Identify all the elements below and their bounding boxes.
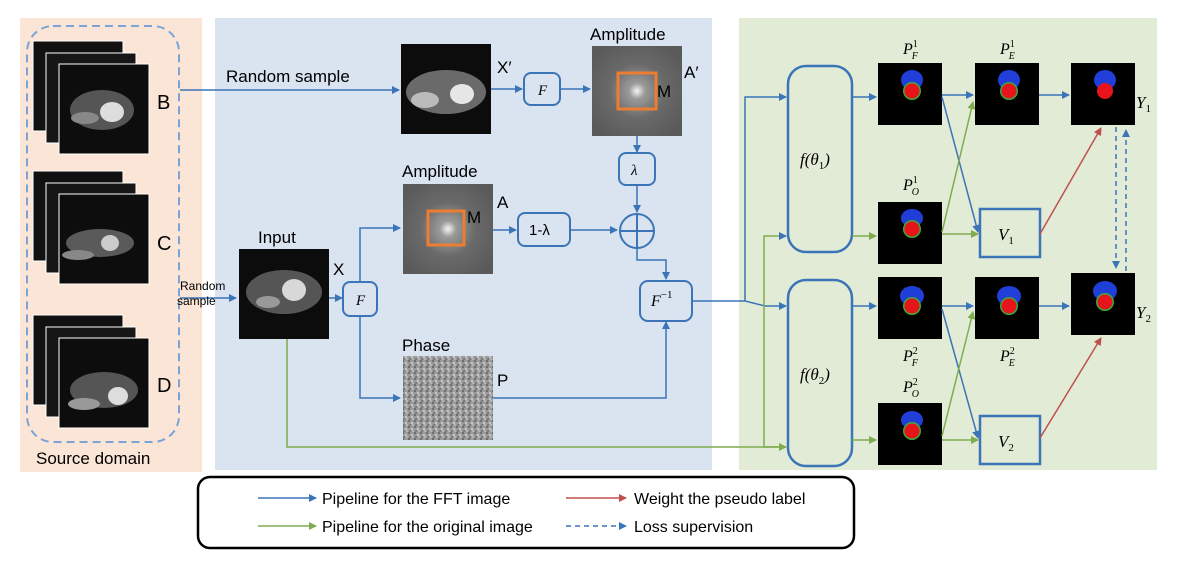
pred-y2 [1071, 273, 1135, 335]
amplitude-a-prime-image [592, 46, 682, 136]
a-label: A [497, 193, 509, 212]
inverse-fft-box [639, 280, 693, 322]
model-theta2-text: f(θ2) [800, 365, 830, 387]
y2-label: Y2 [1136, 303, 1151, 325]
inverse-fft-text: F−1 [650, 289, 673, 310]
phase-image [403, 356, 493, 440]
pred-pe1 [975, 63, 1039, 125]
fft-op-input-text: F [355, 293, 366, 309]
fft-to-phase-arrow [359, 316, 401, 402]
random-small-label-1: Random [180, 279, 225, 293]
phase-label: Phase [402, 336, 450, 355]
orig-to-model1-arrow [763, 232, 787, 447]
pred-po2 [878, 403, 942, 465]
domain-label-b: B [157, 92, 170, 114]
model-theta1-box [786, 64, 854, 254]
pred-pe2 [975, 277, 1039, 339]
pred-pf1 [878, 63, 942, 125]
domain-label-d: D [157, 375, 171, 397]
m-top-label: M [657, 82, 671, 101]
input-image [239, 249, 329, 339]
random-small-label-2: sample [177, 294, 216, 308]
domain-label-c: C [157, 233, 171, 255]
lambda-op-text: λ [630, 163, 638, 179]
po2-to-pe2-arrow [941, 311, 976, 437]
m-mid-label: M [467, 208, 481, 227]
legend-loss-label: Loss supervision [634, 519, 753, 536]
sum-node [619, 213, 655, 249]
model-theta1-text: f(θ1) [800, 150, 830, 172]
v2-text: V2 [998, 432, 1014, 454]
pf1-to-v1-arrow [941, 96, 981, 233]
input-label: Input [258, 228, 296, 247]
p-label: P [497, 371, 508, 390]
mask-m-mid [426, 209, 466, 247]
po1-to-pe1-arrow [941, 101, 976, 233]
v2-box [978, 414, 1042, 466]
v1-to-y1-weight-arrow [1039, 127, 1102, 235]
legend-weight-label: Weight the pseudo label [634, 491, 805, 508]
x-prime-label: X′ [497, 58, 512, 77]
image-stack-c [32, 170, 150, 285]
legend-orig-label: Pipeline for the original image [322, 519, 533, 536]
model-theta2-box [786, 278, 854, 468]
source-domain-label: Source domain [36, 449, 150, 468]
amplitude-mid-label: Amplitude [402, 162, 478, 181]
legend-fft-label: Pipeline for the FFT image [322, 491, 510, 508]
v2-to-y2-weight-arrow [1039, 337, 1102, 439]
original-pipeline-line [286, 339, 778, 448]
amplitude-top-label: Amplitude [590, 25, 666, 44]
random-sample-label: Random sample [226, 67, 350, 86]
mask-m-top [616, 71, 658, 111]
image-stack-b [32, 40, 150, 155]
fft-to-model2-arrow [744, 300, 787, 310]
phase-to-inverse-arrow [493, 321, 670, 399]
x-prime-image [401, 44, 491, 134]
fft-to-amplitude-mid-arrow [359, 224, 401, 282]
x-label: X [333, 260, 344, 279]
image-stack-d [32, 314, 150, 429]
legend-box [196, 475, 856, 550]
pred-pf2 [878, 277, 942, 339]
v1-text: V1 [998, 225, 1014, 247]
fft-to-model1-arrow [744, 93, 787, 301]
v1-box [978, 207, 1042, 259]
sum-to-inverse-arrow [636, 248, 670, 280]
y1-label: Y1 [1136, 93, 1151, 115]
amplitude-a-image [403, 184, 493, 274]
pred-y1 [1071, 63, 1135, 125]
pred-po1 [878, 202, 942, 264]
pf2-to-v2-arrow [941, 308, 980, 439]
fft-op-top-text: F [537, 83, 548, 99]
a-prime-label: A′ [684, 63, 699, 82]
one-minus-lambda-text: 1-λ [529, 222, 550, 239]
